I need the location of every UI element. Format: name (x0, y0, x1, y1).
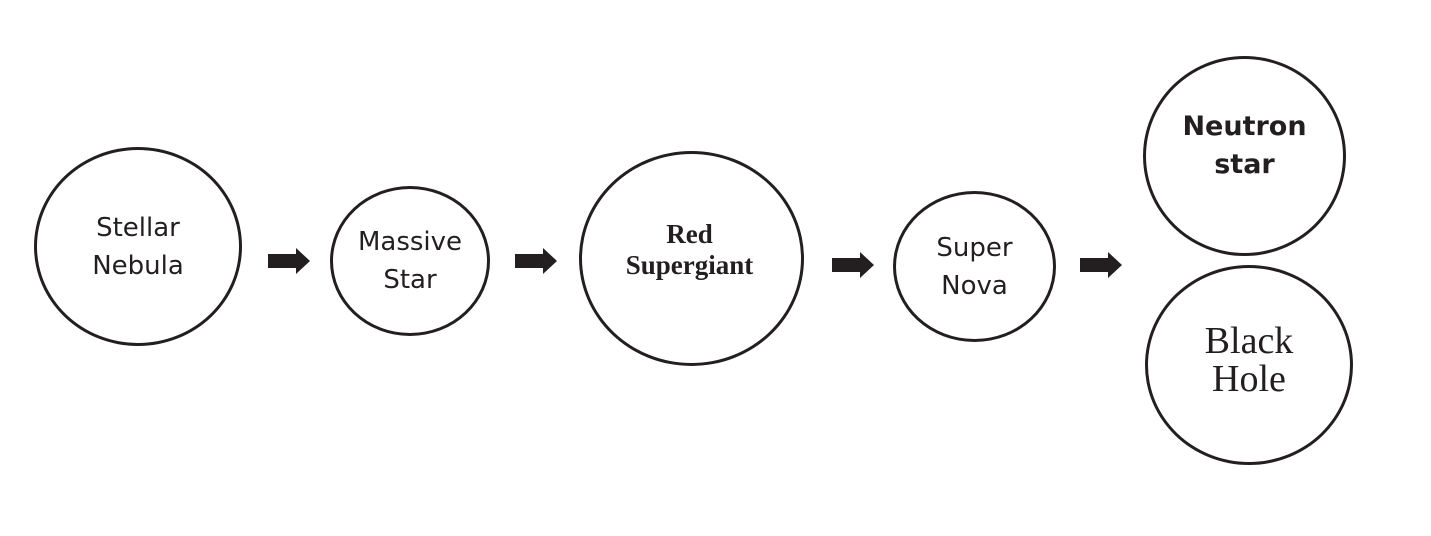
arrow-right-icon (515, 248, 557, 274)
stage-label-stellar-nebula: Stellar Nebula (92, 212, 184, 281)
arrow-right-icon (832, 252, 874, 278)
stage-stellar-nebula: Stellar Nebula (34, 147, 242, 346)
stage-label-black-hole: Black Hole (1204, 320, 1294, 400)
stage-neutron-star: Neutron star (1143, 56, 1346, 256)
stage-label-red-supergiant: Red Supergiant (625, 218, 754, 280)
stage-label-neutron-star: Neutron star (1182, 111, 1307, 180)
stage-massive-star: Massive Star (330, 186, 490, 336)
stage-label-super-nova: Super Nova (936, 232, 1013, 301)
arrow-right-icon (1080, 252, 1122, 278)
stage-label-massive-star: Massive Star (357, 227, 463, 295)
stage-black-hole: Black Hole (1145, 265, 1353, 465)
stage-super-nova: Super Nova (893, 191, 1056, 342)
arrow-right-icon (268, 248, 310, 274)
stage-red-supergiant: Red Supergiant (579, 151, 804, 366)
